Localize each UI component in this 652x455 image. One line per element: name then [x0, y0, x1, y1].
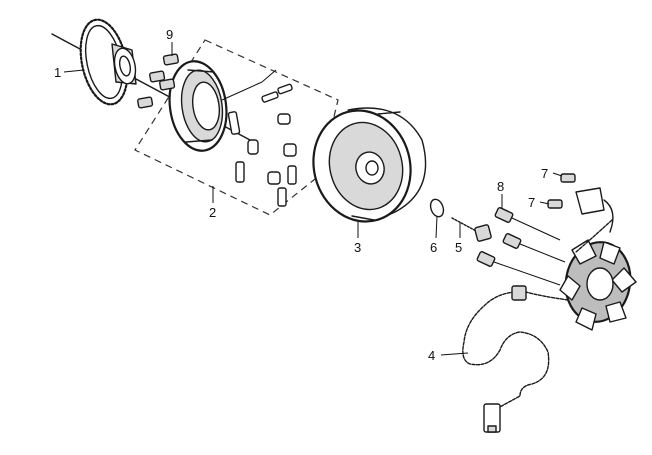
callout-4: 4 — [428, 348, 435, 363]
leader-lines — [63, 42, 563, 356]
callout-8: 8 — [497, 179, 504, 194]
long-bolt-part-5 — [451, 217, 492, 242]
callout-1: 1 — [54, 65, 61, 80]
clutch-bolts — [137, 53, 179, 109]
callout-2: 2 — [209, 205, 216, 220]
starter-clutch — [168, 60, 228, 152]
callout-3: 3 — [354, 240, 361, 255]
callout-7-lower: 7 — [528, 195, 535, 210]
callout-6: 6 — [430, 240, 437, 255]
callout-5: 5 — [455, 240, 462, 255]
wire-harness-part-4 — [462, 219, 613, 433]
stator — [559, 239, 637, 331]
starter-clutch-group-box-part-2 — [134, 39, 339, 216]
rollers-and-springs — [227, 83, 297, 207]
washer-part-6 — [429, 198, 445, 218]
starter-gear-part-1 — [79, 18, 137, 106]
stator-bolts-part-8 — [476, 207, 566, 286]
callout-labels: 1 2 3 4 5 6 7 7 8 9 — [54, 27, 548, 363]
pulser-screws-part-7 — [547, 173, 614, 233]
flywheel-part-3 — [312, 107, 427, 223]
callout-7-upper: 7 — [541, 166, 548, 181]
callout-9: 9 — [166, 27, 173, 42]
